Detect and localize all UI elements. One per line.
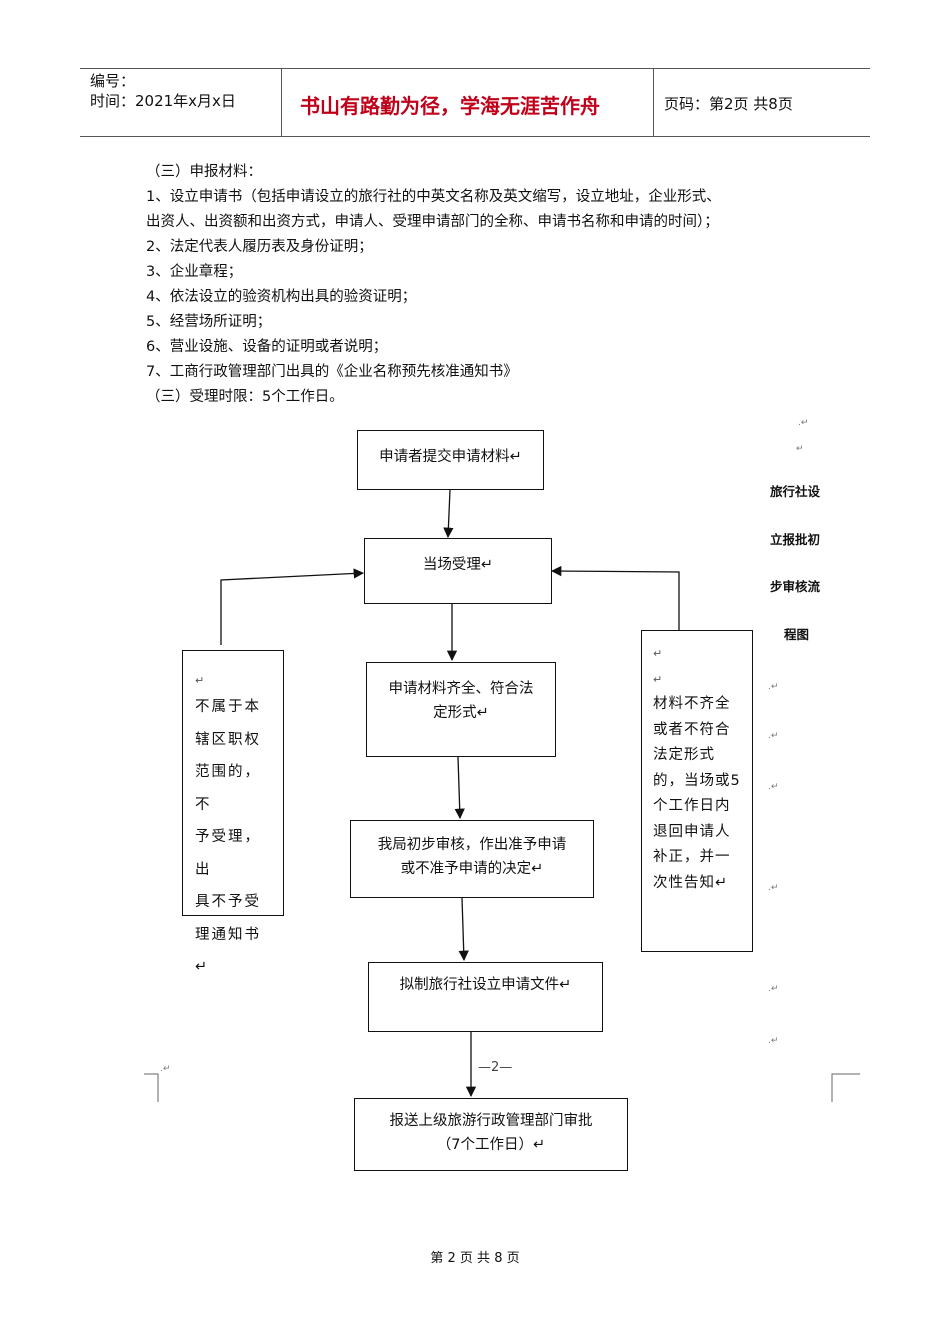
flow-branch-reject-line4: 予受理，出: [195, 829, 261, 878]
arrow-complete-to-review: [454, 756, 465, 820]
paragraph-mark-icon: .↵: [798, 418, 809, 428]
flow-step-draft: 拟制旅行社设立申请文件↵: [368, 962, 603, 1032]
flow-branch-return-line2: 材料不齐全: [653, 696, 731, 712]
flow-branch-return-line9: 次性告知↵: [653, 874, 729, 891]
flow-step-report: 报送上级旅游行政管理部门审批 （7个工作日）↵: [354, 1098, 628, 1171]
flow-branch-reject-line2: 辖区职权: [195, 731, 261, 748]
flow-step-complete-line2: 定形式↵: [433, 705, 489, 721]
arrow-review-to-draft: [458, 897, 469, 962]
material-item-1b: 出资人、出资额和出资方式，申请人、受理申请部门的全称、申请书名称和申请的时间）；: [146, 214, 719, 230]
arrow-reject-to-accept: [220, 568, 365, 645]
flow-step-review-line1: 我局初步审核，作出准予申请: [377, 837, 567, 853]
flow-step-draft-text: 拟制旅行社设立申请文件↵: [399, 977, 572, 993]
header-divider-left: [281, 68, 282, 136]
arrow-return-to-accept: [550, 565, 680, 630]
flow-branch-return-line1: ↵: [653, 672, 664, 686]
flow-branch-return-line4: 法定形式: [653, 747, 715, 763]
doc-number-label: 编号：: [90, 72, 136, 90]
section-materials-heading: （三）申报材料：: [146, 164, 262, 180]
corner-mark-right: [831, 1073, 860, 1102]
flow-step-accept: 当场受理↵: [364, 538, 552, 604]
flow-branch-reject-line1: 不属于本: [195, 699, 261, 715]
paragraph-mark-icon: .↵: [160, 1064, 171, 1074]
flow-branch-return-line6: 个工作日内: [653, 798, 731, 814]
header-top-rule: [80, 68, 870, 69]
flow-branch-return-line7: 退回申请人: [653, 823, 731, 840]
flow-branch-reject-line0: ↵: [195, 674, 207, 687]
corner-mark-left: [144, 1073, 159, 1102]
paragraph-mark-icon: .↵: [768, 682, 779, 692]
flow-step-report-line2: （7个工作日）↵: [436, 1137, 546, 1153]
flow-branch-return-line3: 或者不符合: [653, 721, 731, 738]
flow-step-review: 我局初步审核，作出准予申请 或不准予申请的决定↵: [350, 820, 594, 898]
flow-step-report-line1: 报送上级旅游行政管理部门审批: [389, 1113, 593, 1129]
flow-step-submit-text: 申请者提交申请材料↵: [379, 449, 522, 465]
flow-step-accept-text: 当场受理↵: [422, 557, 494, 573]
flow-branch-reject: ↵ 不属于本 辖区职权 范围的，不 予受理，出 具不予受 理通知书↵: [182, 650, 284, 975]
flow-branch-return-line0: ↵: [653, 647, 664, 660]
flow-step-complete-line1: 申请材料齐全、符合法: [388, 681, 534, 697]
header-bottom-rule: [80, 136, 870, 137]
flowchart-title-line4: 程图: [784, 627, 810, 642]
header-divider-right: [653, 68, 654, 136]
header-slogan: 书山有路勤为径，学海无涯苦作舟: [300, 94, 600, 118]
material-item-1a: 1、设立申请书（包括申请设立的旅行社的中英文名称及英文缩写，设立地址，企业形式、: [146, 189, 721, 205]
paragraph-mark-icon: ↵: [796, 444, 804, 454]
paragraph-mark-icon: .↵: [768, 883, 779, 893]
material-item-5: 5、经营场所证明；: [146, 314, 272, 330]
flow-step-submit: 申请者提交申请材料↵: [357, 430, 544, 490]
material-item-2: 2、法定代表人履历表及身份证明；: [146, 239, 373, 255]
flow-step-complete: 申请材料齐全、符合法 定形式↵: [366, 662, 556, 757]
page-number-marker: —2—: [478, 1060, 513, 1075]
flowchart-title-line2: 立报批初: [770, 532, 821, 547]
doc-time-label: 时间：2021年x月x日: [90, 92, 236, 110]
flow-branch-return-line8: 补正，并一: [653, 849, 731, 865]
flowchart-title-line3: 步审核流: [770, 579, 821, 594]
flow-branch-reject-line6: 理通知书↵: [195, 926, 261, 976]
page-footer: 第 2 页 共 8 页: [430, 1251, 520, 1266]
section-time-limit: （三）受理时限：5个工作日。: [146, 389, 344, 405]
flow-step-review-line2: 或不准予申请的决定↵: [400, 861, 544, 877]
material-item-6: 6、营业设施、设备的证明或者说明；: [146, 339, 388, 355]
arrow-submit-to-accept: [443, 489, 454, 539]
flow-branch-reject-line5: 具不予受: [195, 894, 261, 910]
paragraph-mark-icon: .↵: [768, 782, 779, 792]
paragraph-mark-icon: .↵: [768, 984, 779, 994]
material-item-3: 3、企业章程；: [146, 264, 243, 280]
flow-branch-reject-line3: 范围的，不: [195, 764, 261, 813]
flow-branch-return: ↵ ↵ 材料不齐全 或者不符合 法定形式 的，当场或5 个工作日内 退回申请人 …: [641, 630, 753, 952]
flow-branch-return-line5: 的，当场或5: [653, 772, 741, 789]
material-item-7: 7、工商行政管理部门出具的《企业名称预先核准通知书》: [146, 364, 518, 380]
page-indicator: 页码：第2页 共8页: [664, 95, 793, 113]
paragraph-mark-icon: .↵: [768, 731, 779, 741]
material-item-4: 4、依法设立的验资机构出具的验资证明；: [146, 289, 417, 305]
paragraph-mark-icon: .↵: [768, 1036, 779, 1046]
flowchart-title-line1: 旅行社设: [770, 484, 821, 499]
